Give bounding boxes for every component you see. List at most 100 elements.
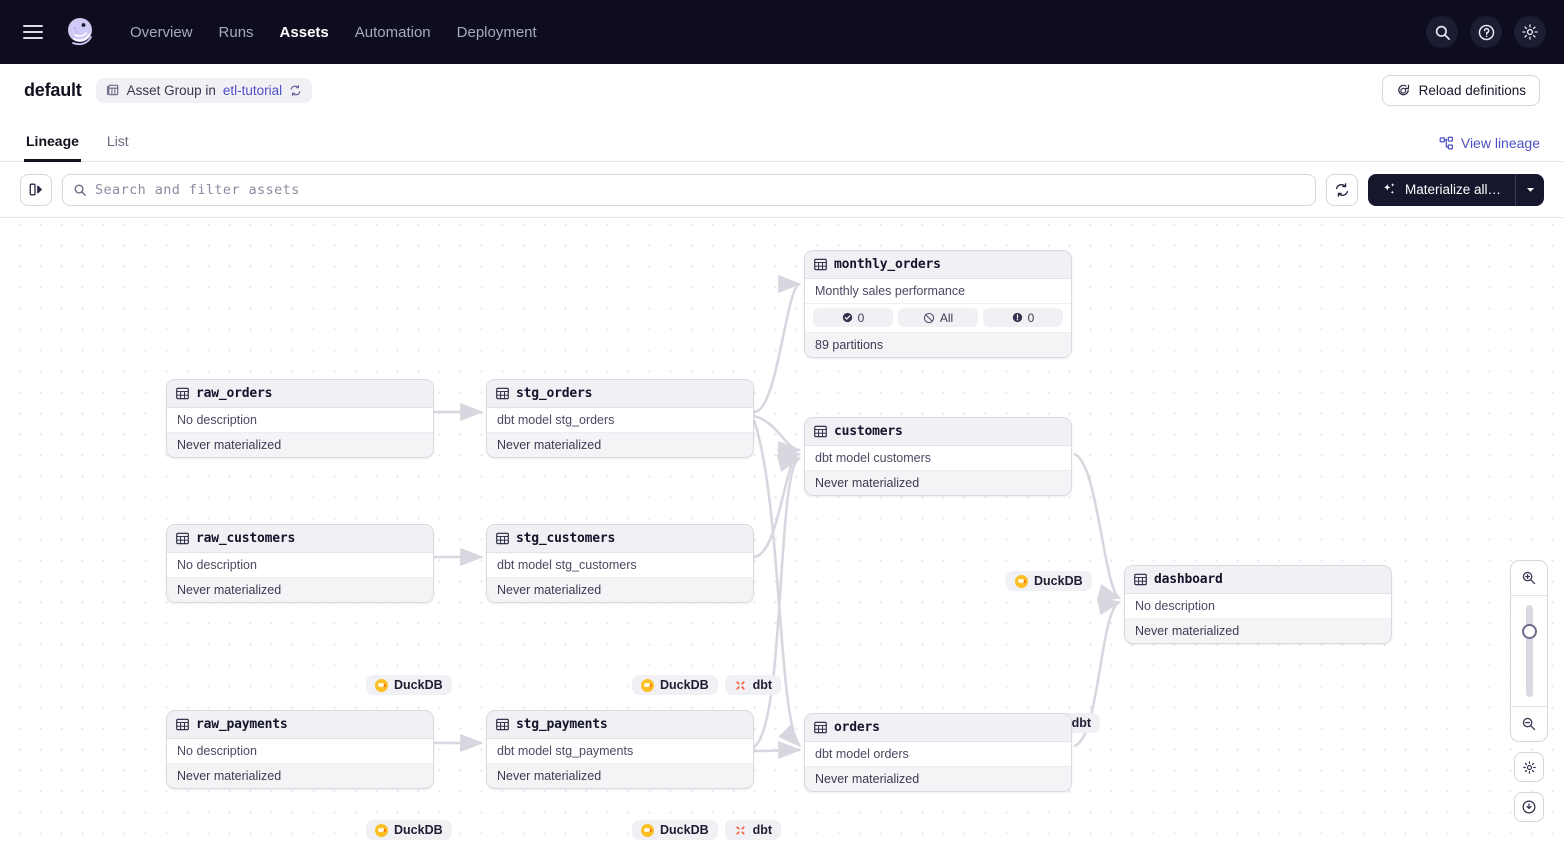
asset-node-description: dbt model customers [805,446,1071,471]
asset-group-badge[interactable]: Asset Group in etl-tutorial [95,77,313,103]
zoom-out-icon[interactable] [1511,707,1547,741]
asset-node-customers[interactable]: customers dbt model customers Never mate… [804,417,1072,496]
edge-stg_orders-customers [753,414,802,460]
panel-expand-icon[interactable] [20,173,52,206]
refresh-graph-button[interactable] [1325,173,1358,206]
asset-tags-stg_orders: DuckDB dbt [632,675,782,695]
tag-duckdb[interactable]: DuckDB [366,820,452,840]
materialize-all-label: Materialize all… [1404,182,1501,197]
divider [1511,595,1547,596]
asset-node-header: stg_customers [487,525,753,553]
table-icon [176,387,189,400]
asset-group-link[interactable]: etl-tutorial [222,82,283,98]
hamburger-icon[interactable] [16,15,50,49]
tab-bar: Lineage List View lineage [0,116,1564,162]
tag-duckdb[interactable]: DuckDB [632,820,718,840]
asset-node-title: raw_orders [196,386,273,401]
asset-node-orders[interactable]: orders dbt model orders Never materializ… [804,713,1072,792]
tag-dbt[interactable]: dbt [724,820,782,840]
lineage-graph-canvas[interactable]: raw_orders No description Never material… [0,224,1564,851]
gear-icon[interactable] [1514,16,1546,48]
help-icon[interactable] [1470,16,1502,48]
lineage-icon [1439,136,1453,149]
asset-node-stg_customers[interactable]: stg_customers dbt model stg_customers Ne… [486,524,754,603]
nav-link-deployment[interactable]: Deployment [456,23,537,41]
zoom-slider-handle[interactable] [1521,624,1537,639]
asset-node-header: raw_customers [167,525,433,553]
tag-duckdb[interactable]: DuckDB [366,675,452,695]
zoom-in-icon[interactable] [1511,561,1547,595]
view-lineage-label: View lineage [1460,135,1540,151]
asset-node-title: stg_customers [516,531,616,546]
reload-definitions-label: Reload definitions [1418,83,1526,98]
dagster-logo[interactable] [60,12,100,52]
main-nav-links: Overview Runs Assets Automation Deployme… [130,24,537,41]
nav-link-runs[interactable]: Runs [218,23,254,41]
zoom-stack [1510,560,1548,742]
zoom-slider[interactable] [1511,596,1547,706]
asset-node-description: No description [1125,594,1391,619]
top-navigation-bar: Overview Runs Assets Automation Deployme… [0,0,1564,64]
edge-stg_payments-customers [753,454,802,749]
reload-definitions-button[interactable]: Reload definitions [1381,75,1540,106]
table-icon [176,532,189,545]
asset-node-header: dashboard [1125,566,1391,594]
gear-icon [1522,760,1536,774]
materialize-all-button[interactable]: Materialize all… [1368,174,1515,206]
tag-dbt[interactable]: dbt [724,675,782,695]
asset-node-header: raw_payments [167,711,433,739]
tag-label: DuckDB [394,678,443,692]
tab-lineage[interactable]: Lineage [24,133,81,162]
asset-node-raw_payments[interactable]: raw_payments No description Never materi… [166,710,434,789]
tab-list[interactable]: List [106,133,129,149]
asset-group-icon [106,84,118,96]
dbt-icon [736,825,745,835]
asset-node-status: Never materialized [1125,619,1391,643]
asset-node-stg_orders[interactable]: stg_orders dbt model stg_orders Never ma… [486,379,754,458]
duckdb-icon [375,823,388,837]
partition-count-label: 89 partitions [805,333,1071,357]
search-icon [74,183,86,196]
zoom-to-fit-button[interactable] [1514,792,1544,822]
partition-chip-missing[interactable]: All [898,308,978,327]
tag-duckdb[interactable]: DuckDB [632,675,718,695]
asset-node-header: monthly_orders [805,251,1071,279]
search-and-filter-field[interactable] [62,173,1316,206]
asset-node-raw_customers[interactable]: raw_customers No description Never mater… [166,524,434,603]
nav-link-overview[interactable]: Overview [130,23,193,41]
refresh-icon[interactable] [289,84,302,97]
asset-node-title: raw_customers [196,531,296,546]
asset-node-stg_payments[interactable]: stg_payments dbt model stg_payments Neve… [486,710,754,789]
sparkle-icon [1383,183,1395,194]
asset-tags-monthly_orders: DuckDB [1006,571,1092,591]
nav-link-automation[interactable]: Automation [354,23,431,41]
asset-node-status: Never materialized [487,764,753,788]
edge-stg_orders-monthly_orders [753,275,802,414]
duckdb-icon [641,678,654,692]
asset-node-dashboard[interactable]: dashboard No description Never materiali… [1124,565,1392,644]
asset-node-title: dashboard [1154,572,1223,587]
partition-chip-failed[interactable]: 0 [983,308,1063,327]
partition-chip-materialized[interactable]: 0 [813,308,893,327]
search-input[interactable] [95,181,1305,198]
asset-node-description: dbt model stg_payments [487,739,753,764]
zoom-slider-track [1525,605,1533,697]
partition-chip-value: 0 [1027,310,1035,325]
materialize-dropdown-button[interactable] [1516,174,1544,206]
dbt-icon [736,680,745,690]
table-icon [496,718,509,731]
asset-node-title: orders [834,720,880,735]
dagster-logo-icon [68,18,92,46]
asset-node-header: raw_orders [167,380,433,408]
asset-node-monthly_orders[interactable]: monthly_orders Monthly sales performance… [804,250,1072,358]
asset-tags-raw_customers: DuckDB [366,820,452,840]
search-icon[interactable] [1426,16,1458,48]
tag-duckdb[interactable]: DuckDB [1006,571,1092,591]
nav-link-assets[interactable]: Assets [279,23,329,41]
view-lineage-link[interactable]: View lineage [1439,135,1540,151]
exclamation-circle-icon [1012,312,1022,323]
asset-node-title: stg_payments [516,717,608,732]
asset-node-raw_orders[interactable]: raw_orders No description Never material… [166,379,434,458]
graph-settings-button[interactable] [1514,752,1544,782]
tag-label: dbt [1071,716,1092,730]
